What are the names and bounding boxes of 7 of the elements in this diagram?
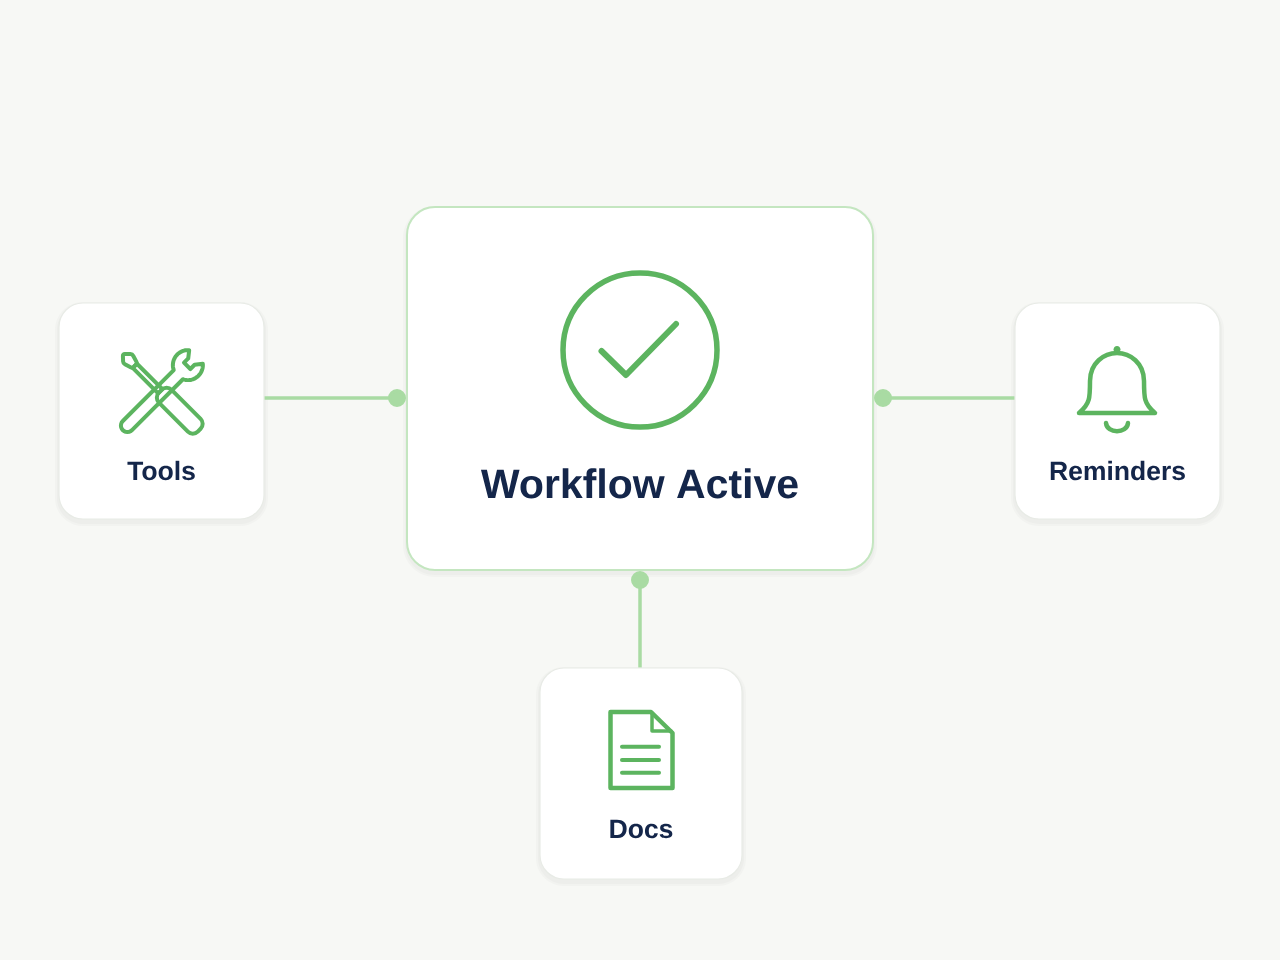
feature-card: Tools bbox=[55, 302, 268, 526]
connector-line bbox=[874, 389, 1015, 407]
connector-line bbox=[264, 389, 406, 407]
status-card: Workflow Active bbox=[403, 206, 877, 577]
connector-line bbox=[631, 571, 649, 668]
feature-card: Docs bbox=[536, 667, 746, 886]
feature-card: Reminders bbox=[1011, 302, 1224, 526]
